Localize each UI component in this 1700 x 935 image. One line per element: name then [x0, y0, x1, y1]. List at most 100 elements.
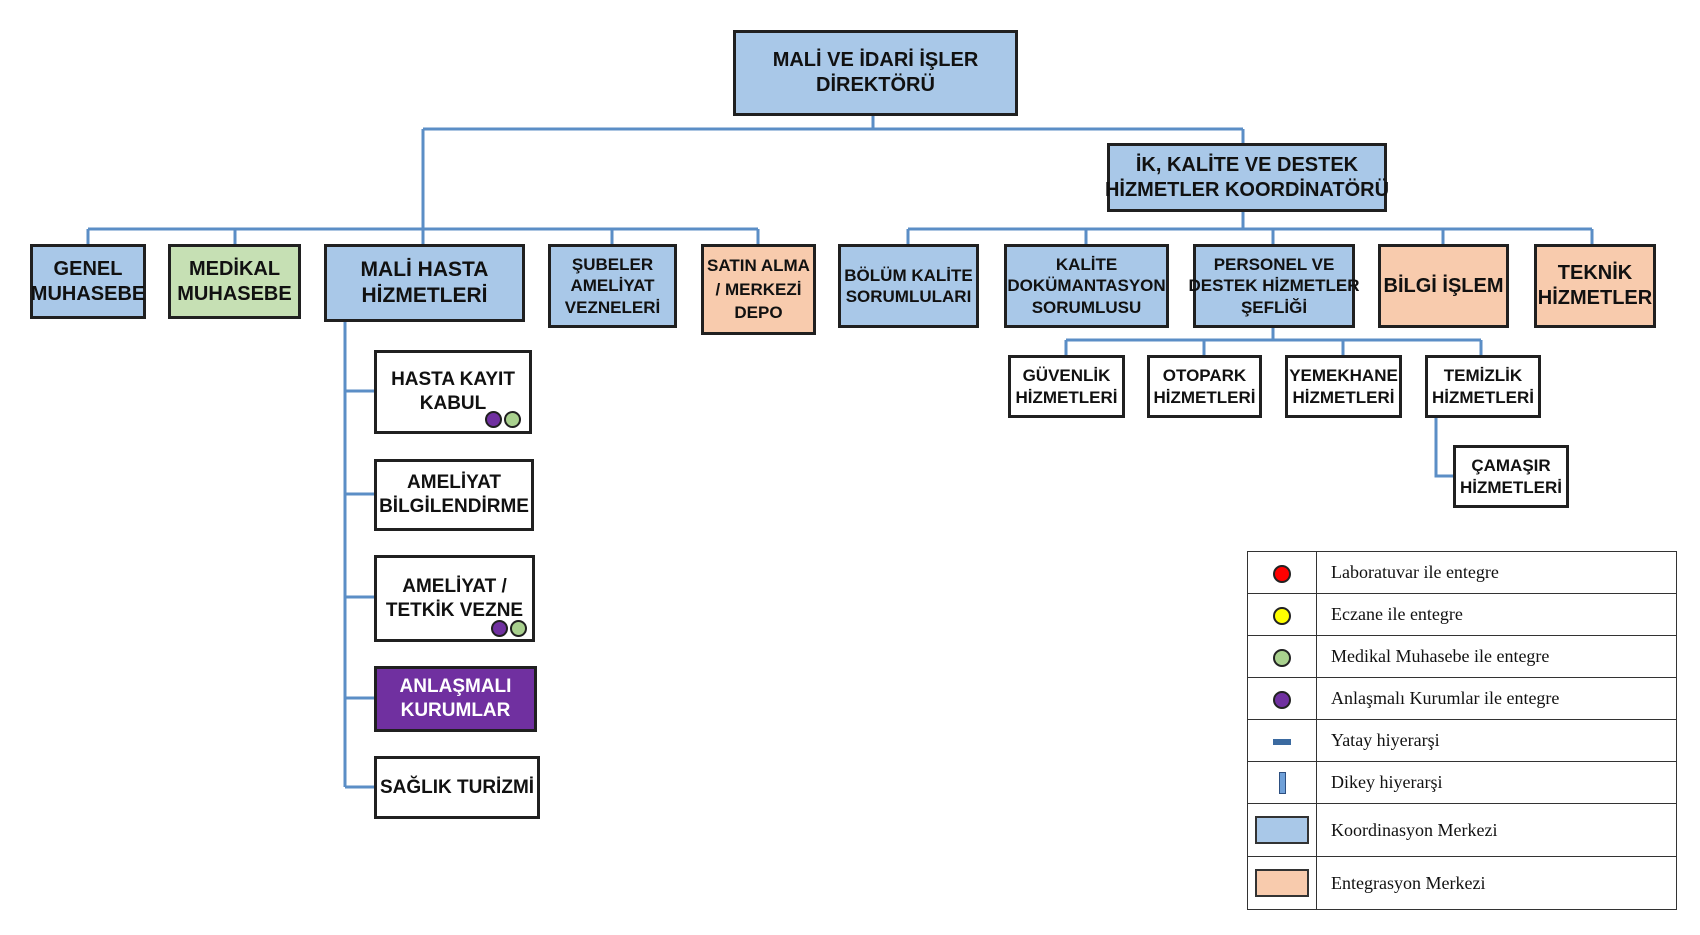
purple-dot-icon — [485, 411, 502, 428]
legend-row: Dikey hiyerarşi — [1247, 761, 1677, 804]
legend-row: Entegrasyon Merkezi — [1247, 856, 1677, 910]
ameliyat-vezne-line-2: TETKİK VEZNE — [385, 599, 524, 621]
otopark-line-1: OTOPARK — [1162, 366, 1247, 386]
legend-row: Yatay hiyerarşi — [1247, 719, 1677, 762]
medikal-line-1: MEDİKAL — [188, 257, 281, 280]
anlasmali-line-1: ANLAŞMALI — [399, 676, 512, 698]
yellow-dot-icon — [1273, 606, 1291, 625]
green-dot-icon — [1273, 648, 1291, 667]
bolum-kalite-line-1: BÖLÜM KALİTE — [844, 265, 973, 285]
saglik-turizmi-box: SAĞLIK TURİZMİ — [374, 756, 540, 819]
green-dot-icon — [510, 620, 527, 637]
horizontal-bar-icon — [1273, 738, 1291, 745]
legend-label: Medikal Muhasebe ile entegre — [1316, 635, 1677, 678]
peach-rect-icon — [1255, 869, 1309, 897]
subeler-line-2: AMELİYAT — [570, 276, 655, 296]
otopark-line-2: HİZMETLERİ — [1153, 387, 1256, 407]
purple-dot-icon — [491, 620, 508, 637]
ameliyat-bilgi-line-1: AMELİYAT — [407, 472, 501, 494]
anlasmali-line-2: KURUMLAR — [400, 700, 511, 721]
bolum-kalite-box: BÖLÜM KALİTE SORUMLULARI — [838, 244, 979, 328]
mali-hasta-line-2: HİZMETLERİ — [361, 284, 488, 307]
teknik-line-1: TEKNİK — [1557, 262, 1633, 284]
ameliyat-vezne-line-1: AMELİYAT / — [402, 575, 507, 597]
connector-temizlik-to-camasir — [1434, 418, 1453, 478]
legend-label: Anlaşmalı Kurumlar ile entegre — [1316, 677, 1677, 720]
yemekhane-line-2: HİZMETLERİ — [1292, 387, 1395, 407]
legend-row: Medikal Muhasebe ile entegre — [1247, 635, 1677, 678]
legend-label: Laboratuvar ile entegre — [1316, 551, 1677, 594]
bilgi-islem-box: BİLGİ İŞLEM — [1378, 244, 1509, 328]
subeler-line-3: VEZNELERİ — [564, 297, 661, 317]
hasta-kayit-line-1: HASTA KAYIT — [391, 369, 515, 391]
teknik-line-2: HİZMETLER — [1537, 287, 1653, 309]
bolum-kalite-line-2: SORUMLULARI — [845, 287, 972, 306]
teknik-hizmetler-box: TEKNİK HİZMETLER — [1534, 244, 1656, 328]
legend-row: Eczane ile entegre — [1247, 593, 1677, 636]
legend-row: Anlaşmalı Kurumlar ile entegre — [1247, 677, 1677, 720]
ameliyat-vezne-box: AMELİYAT /TETKİK VEZNE — [374, 555, 535, 642]
satin-alma-line-1: SATIN ALMA — [707, 255, 810, 275]
legend-row: Laboratuvar ile entegre — [1247, 551, 1677, 594]
director-box: MALİ VE İDARİ İŞLER DİREKTÖRÜ — [733, 30, 1018, 116]
guvenlik-line-2: HİZMETLERİ — [1015, 387, 1118, 407]
personel-line-3: ŞEFLİĞİ — [1240, 297, 1308, 317]
kalite-dok-line-1: KALİTE — [1055, 255, 1118, 275]
temizlik-line-1: TEMİZLİK — [1443, 366, 1523, 386]
kalite-dok-line-3: SORUMLUSU — [1031, 297, 1142, 317]
guvenlik-line-1: GÜVENLİK — [1022, 366, 1111, 386]
saglik-line-1: SAĞLIK TURİZMİ — [379, 776, 535, 798]
satin-alma-line-2: / MERKEZİ — [715, 279, 802, 299]
personel-line-2: DESTEK HİZMETLER — [1188, 276, 1360, 296]
mali-hasta-line-1: MALİ HASTA — [360, 257, 489, 281]
legend-label: Entegrasyon Merkezi — [1316, 856, 1677, 910]
bilgi-line-1: BİLGİ İŞLEM — [1383, 274, 1504, 297]
director-line-2: DİREKTÖRÜ — [816, 74, 935, 96]
director-line-1: MALİ VE İDARİ İŞLER — [772, 49, 979, 71]
blue-rect-icon — [1255, 816, 1309, 844]
subeler-line-1: ŞUBELER — [571, 255, 654, 275]
genel-line-1: GENEL — [53, 257, 123, 280]
temizlik-line-2: HİZMETLERİ — [1432, 387, 1534, 407]
genel-line-2: MUHASEBE — [30, 282, 146, 305]
ameliyat-bilgi-line-2: BİLGİLENDİRME — [379, 496, 529, 517]
coordinator-line-2: HİZMETLER KOORDİNATÖRÜ — [1104, 178, 1390, 201]
purple-dot-icon — [1273, 690, 1291, 709]
kalite-dok-line-2: DOKÜMANTASYON — [1007, 276, 1166, 296]
camasir-line-2: HİZMETLERİ — [1460, 477, 1562, 497]
satin-alma-line-3: DEPO — [734, 303, 783, 323]
legend-label: Yatay hiyerarşi — [1316, 719, 1677, 762]
legend-label: Eczane ile entegre — [1316, 593, 1677, 636]
legend-label: Dikey hiyerarşi — [1316, 761, 1677, 804]
camasir-line-1: ÇAMAŞIR — [1471, 456, 1551, 476]
integration-dots — [491, 620, 527, 637]
red-dot-icon — [1273, 564, 1291, 583]
coordinator-line-1: İK, KALİTE VE DESTEK — [1135, 153, 1359, 176]
medikal-line-2: MUHASEBE — [177, 282, 292, 305]
legend-label: Koordinasyon Merkezi — [1316, 803, 1677, 857]
personel-line-1: PERSONEL VE — [1213, 255, 1335, 275]
yemekhane-line-1: YEMEKHANE — [1289, 366, 1398, 386]
green-dot-icon — [504, 411, 521, 428]
mali-hasta-box: MALİ HASTA HİZMETLERİ — [324, 244, 525, 322]
satin-alma-box: SATIN ALMA / MERKEZİ DEPO — [701, 244, 816, 335]
hasta-kayit-line-2: KABUL — [419, 393, 487, 414]
legend-table: Laboratuvar ile entegre Eczane ile enteg… — [1247, 551, 1677, 910]
integration-dots — [485, 411, 521, 428]
